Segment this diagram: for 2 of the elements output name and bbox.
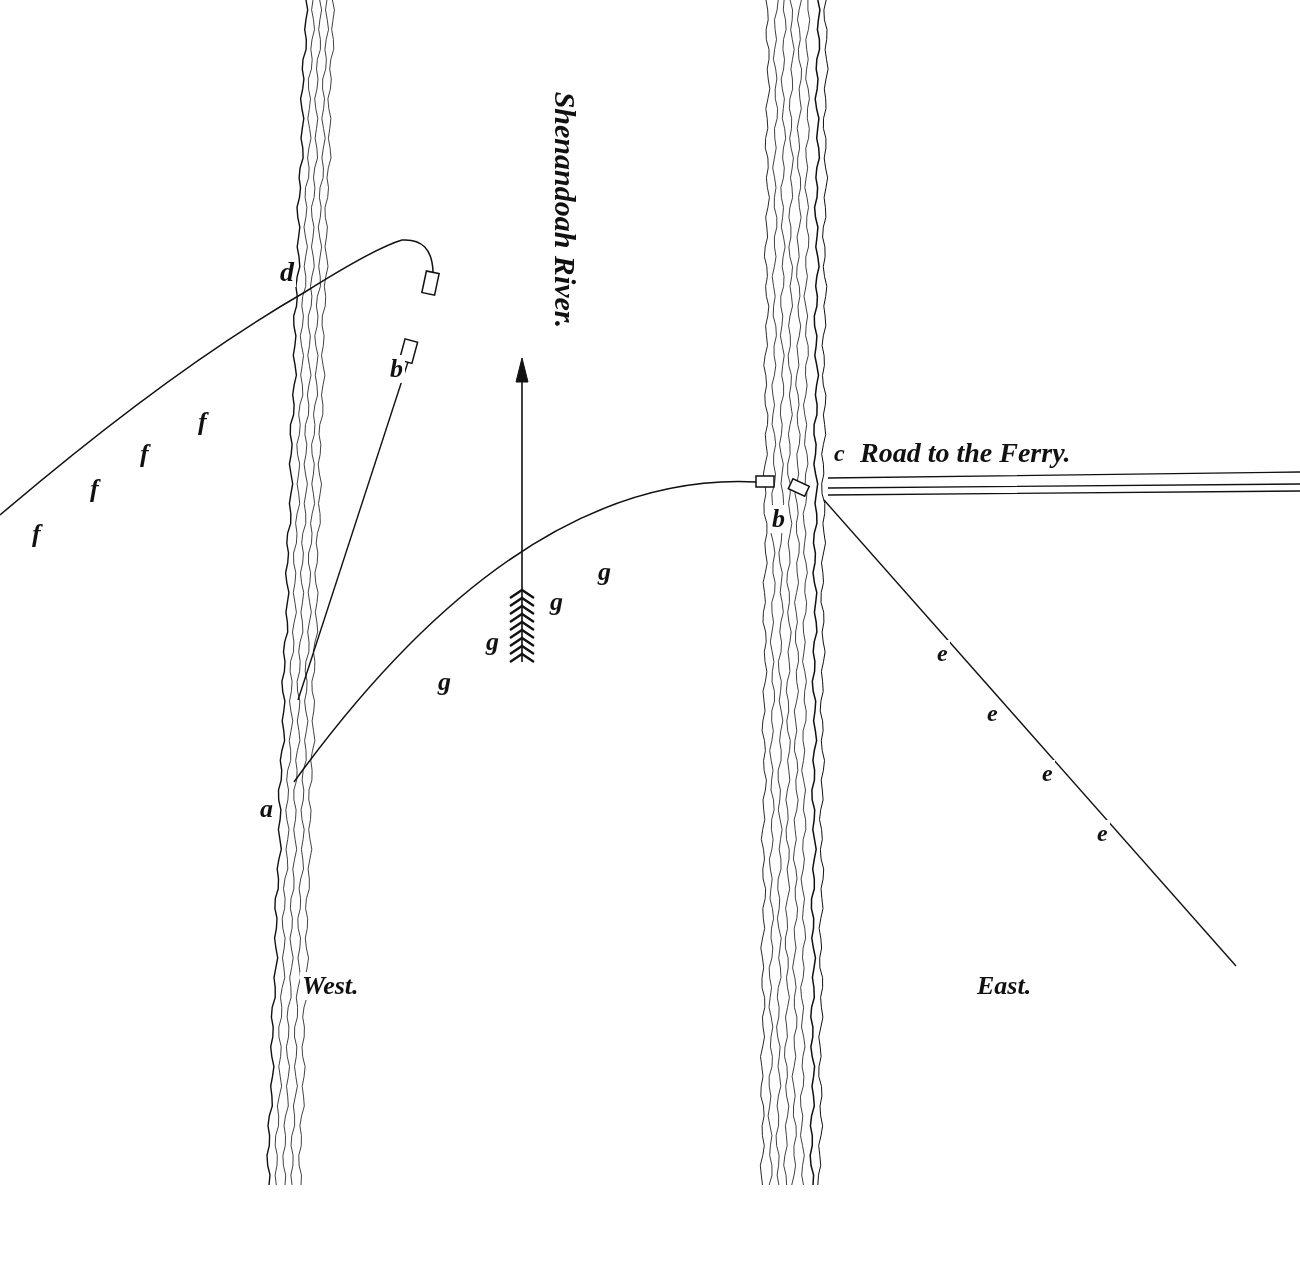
point-letter: b — [388, 355, 405, 383]
point-letter: b — [770, 505, 787, 533]
